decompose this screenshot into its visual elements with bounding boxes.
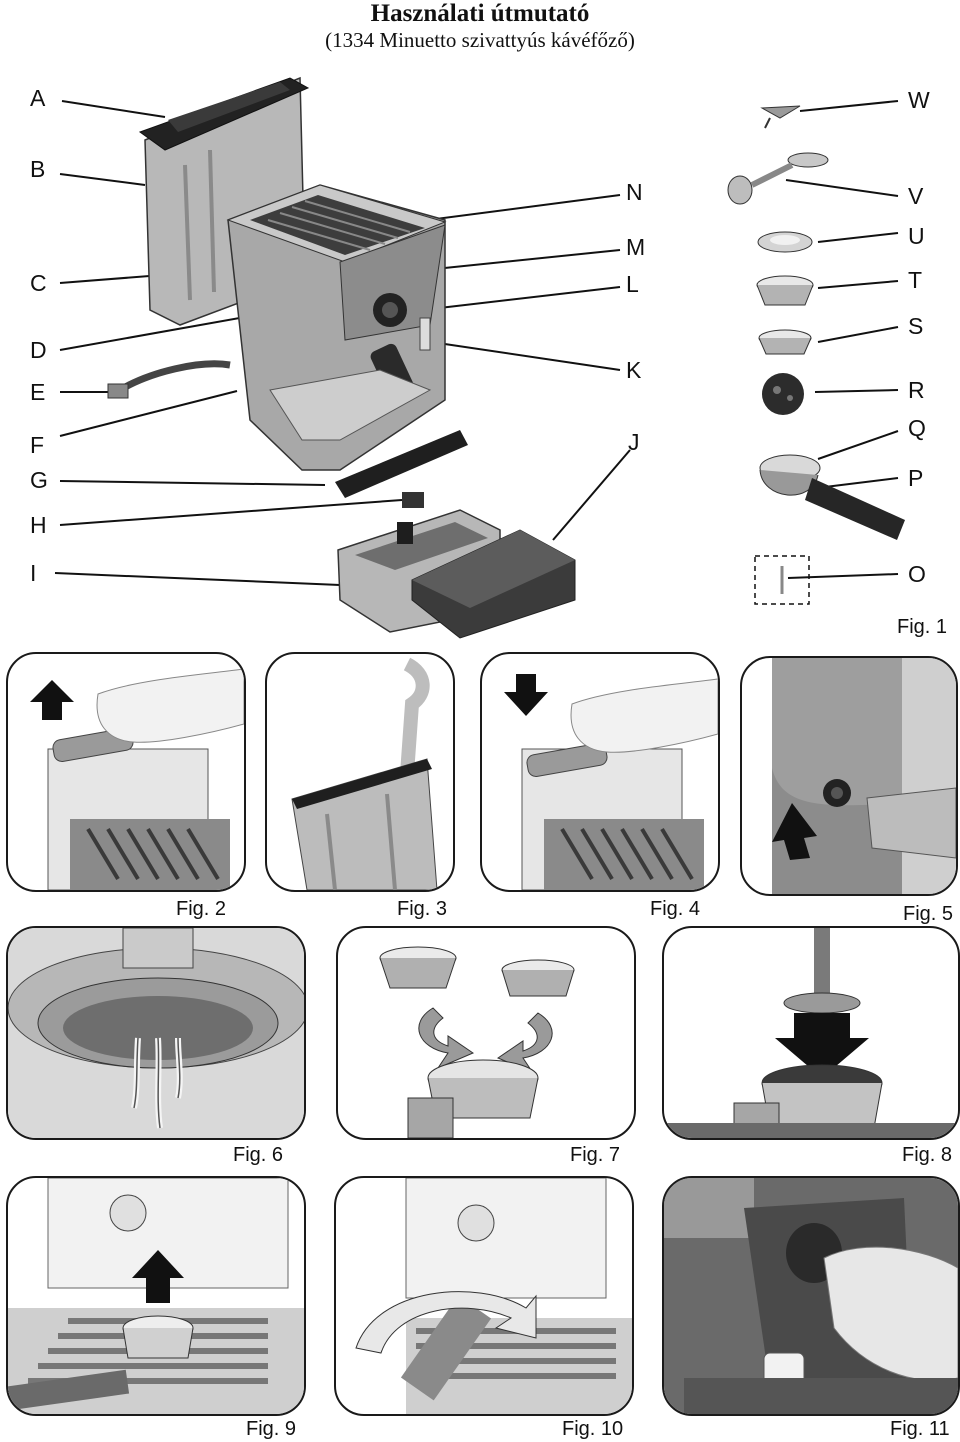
label-d: D xyxy=(30,337,47,363)
accessory-pod-filter xyxy=(757,231,813,253)
fig8-panel xyxy=(662,926,960,1140)
accessory-tamper xyxy=(727,152,829,205)
label-f: F xyxy=(30,432,45,458)
label-e: E xyxy=(30,379,46,405)
fig11-caption: Fig. 11 xyxy=(890,1418,950,1440)
fig5-panel xyxy=(740,656,958,896)
label-p: P xyxy=(908,465,924,491)
fig1-caption: Fig. 1 xyxy=(897,616,948,638)
accessory-cap xyxy=(762,373,804,415)
label-g: G xyxy=(30,467,48,493)
fig7-panel xyxy=(336,926,636,1140)
fig10-panel xyxy=(334,1176,634,1416)
arrow-down-icon xyxy=(775,1013,869,1078)
tray-lid xyxy=(411,529,576,639)
fig3-caption: Fig. 3 xyxy=(397,898,448,920)
label-c: C xyxy=(30,270,47,296)
rotate-arrow-icon xyxy=(355,1291,537,1354)
label-n: N xyxy=(626,179,643,205)
float-part xyxy=(402,492,424,508)
fig11-panel xyxy=(662,1176,960,1416)
accessory-funnel xyxy=(760,105,801,129)
label-t: T xyxy=(908,267,923,293)
fig8-caption: Fig. 8 xyxy=(902,1144,953,1166)
label-q: Q xyxy=(908,415,926,441)
fig2-caption: Fig. 2 xyxy=(176,898,227,920)
page-title: Használati útmutató xyxy=(370,0,590,27)
fig4-panel xyxy=(480,652,720,892)
curved-arrow-icon xyxy=(418,1007,475,1070)
label-u: U xyxy=(908,223,925,249)
fig5-caption: Fig. 5 xyxy=(903,903,954,925)
accessory-box xyxy=(754,555,810,605)
label-r: R xyxy=(908,377,925,403)
fig3-panel xyxy=(265,652,455,892)
machine-exploded-diagram xyxy=(54,76,905,639)
label-s: S xyxy=(908,313,924,339)
fig7-caption: Fig. 7 xyxy=(570,1144,621,1166)
arrow-down-icon xyxy=(504,674,548,716)
label-m: M xyxy=(626,234,646,260)
label-h: H xyxy=(30,512,47,538)
accessory-portafilter xyxy=(759,454,905,540)
fig9-panel xyxy=(6,1176,306,1416)
page-subtitle: (1334 Minuetto szivattyús kávéfőző) xyxy=(325,28,635,52)
label-w: W xyxy=(908,87,930,113)
arrow-diagonal-icon xyxy=(772,803,817,860)
machine-body xyxy=(107,184,447,471)
fig10-caption: Fig. 10 xyxy=(562,1418,624,1440)
label-i: I xyxy=(30,560,37,586)
label-o: O xyxy=(908,561,926,587)
label-j: J xyxy=(628,429,640,455)
fig6-panel xyxy=(6,926,306,1140)
drip-grid xyxy=(335,430,468,498)
fig9-caption: Fig. 9 xyxy=(246,1418,297,1440)
accessory-filter-two-cup xyxy=(756,275,814,306)
accessory-filter-one-cup xyxy=(758,329,812,355)
label-a: A xyxy=(30,85,46,111)
label-b: B xyxy=(30,156,46,182)
fig2-panel xyxy=(6,652,246,892)
arrow-up-icon xyxy=(30,680,74,720)
fig4-caption: Fig. 4 xyxy=(650,898,701,920)
fig6-caption: Fig. 6 xyxy=(233,1144,284,1166)
label-v: V xyxy=(908,183,924,209)
label-k: K xyxy=(626,357,642,383)
leader-lines xyxy=(54,100,899,586)
arrow-up-icon xyxy=(132,1250,184,1303)
label-l: L xyxy=(626,271,639,297)
